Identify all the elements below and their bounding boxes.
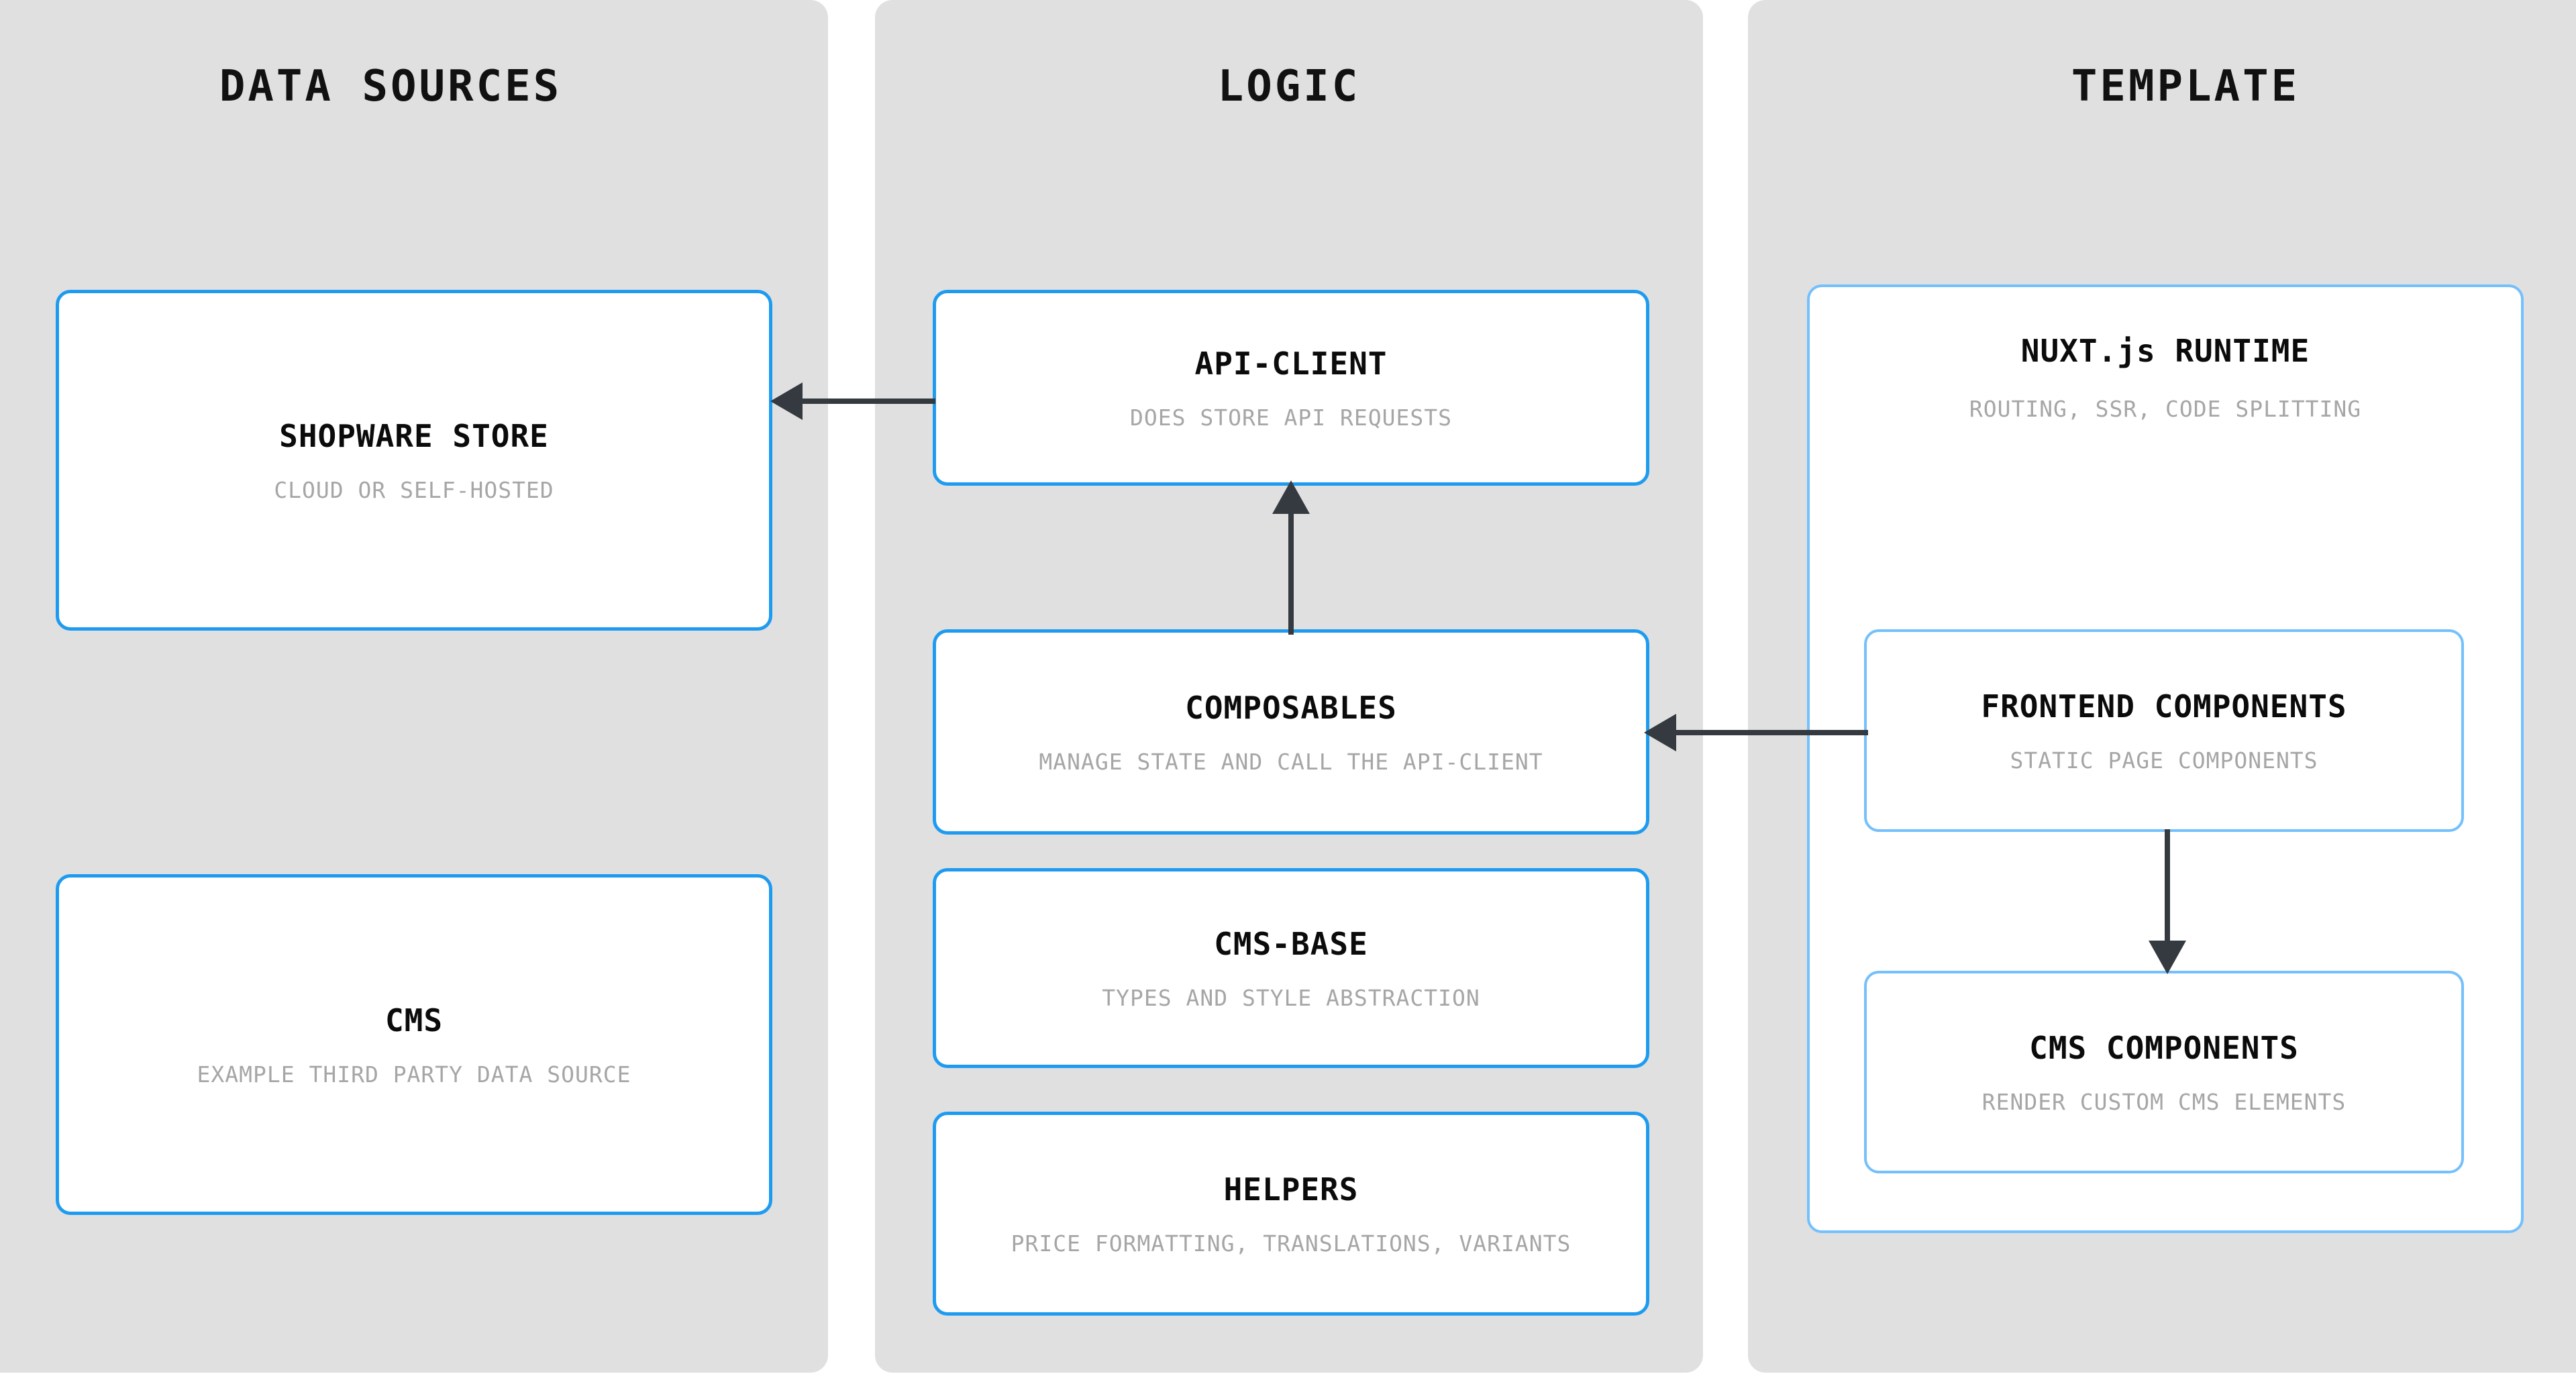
node-subtitle-nuxt-runtime: ROUTING, SSR, CODE SPLITTING	[1969, 396, 2362, 422]
node-cms[interactable]: CMS EXAMPLE THIRD PARTY DATA SOURCE	[56, 874, 772, 1215]
column-title-template: TEMPLATE	[2071, 62, 2300, 111]
node-cms-base[interactable]: CMS-BASE TYPES AND STYLE ABSTRACTION	[933, 868, 1649, 1068]
node-subtitle-helpers: PRICE FORMATTING, TRANSLATIONS, VARIANTS	[1011, 1230, 1572, 1257]
node-title-composables: COMPOSABLES	[1185, 689, 1397, 726]
node-title-helpers: HELPERS	[1223, 1171, 1359, 1208]
connector-api-client-to-shopware	[770, 368, 935, 435]
node-title-api-client: API-CLIENT	[1194, 345, 1388, 382]
node-subtitle-shopware-store: CLOUD OR SELF-HOSTED	[274, 476, 554, 503]
connector-frontend-to-composables	[1644, 699, 1868, 766]
node-subtitle-cms-components: RENDER CUSTOM CMS ELEMENTS	[1981, 1088, 2347, 1115]
node-title-shopware-store: SHOPWARE STORE	[279, 417, 549, 454]
node-title-cms-base: CMS-BASE	[1214, 925, 1368, 962]
node-title-nuxt-runtime: NUXT.js RUNTIME	[2020, 333, 2310, 369]
node-subtitle-frontend-components: STATIC PAGE COMPONENTS	[2010, 747, 2318, 774]
node-composables[interactable]: COMPOSABLES MANAGE STATE AND CALL THE AP…	[933, 629, 1649, 835]
node-subtitle-cms: EXAMPLE THIRD PARTY DATA SOURCE	[197, 1061, 631, 1088]
connector-frontend-to-cms-components	[2134, 829, 2201, 974]
connector-composables-to-api-client	[1257, 480, 1325, 635]
node-title-cms: CMS	[384, 1002, 444, 1039]
column-title-logic: LOGIC	[1217, 62, 1361, 111]
node-subtitle-cms-base: TYPES AND STYLE ABSTRACTION	[1102, 984, 1480, 1011]
node-title-frontend-components: FRONTEND COMPONENTS	[1981, 688, 2347, 725]
node-subtitle-composables: MANAGE STATE AND CALL THE API-CLIENT	[1039, 748, 1543, 775]
node-helpers[interactable]: HELPERS PRICE FORMATTING, TRANSLATIONS, …	[933, 1112, 1649, 1316]
node-subtitle-api-client: DOES STORE API REQUESTS	[1130, 404, 1452, 431]
node-title-cms-components: CMS COMPONENTS	[2029, 1029, 2299, 1066]
node-api-client[interactable]: API-CLIENT DOES STORE API REQUESTS	[933, 290, 1649, 486]
node-cms-components[interactable]: CMS COMPONENTS RENDER CUSTOM CMS ELEMENT…	[1864, 971, 2464, 1173]
node-frontend-components[interactable]: FRONTEND COMPONENTS STATIC PAGE COMPONEN…	[1864, 629, 2464, 832]
node-shopware-store[interactable]: SHOPWARE STORE CLOUD OR SELF-HOSTED	[56, 290, 772, 631]
column-title-data-sources: DATA SOURCES	[219, 62, 562, 111]
